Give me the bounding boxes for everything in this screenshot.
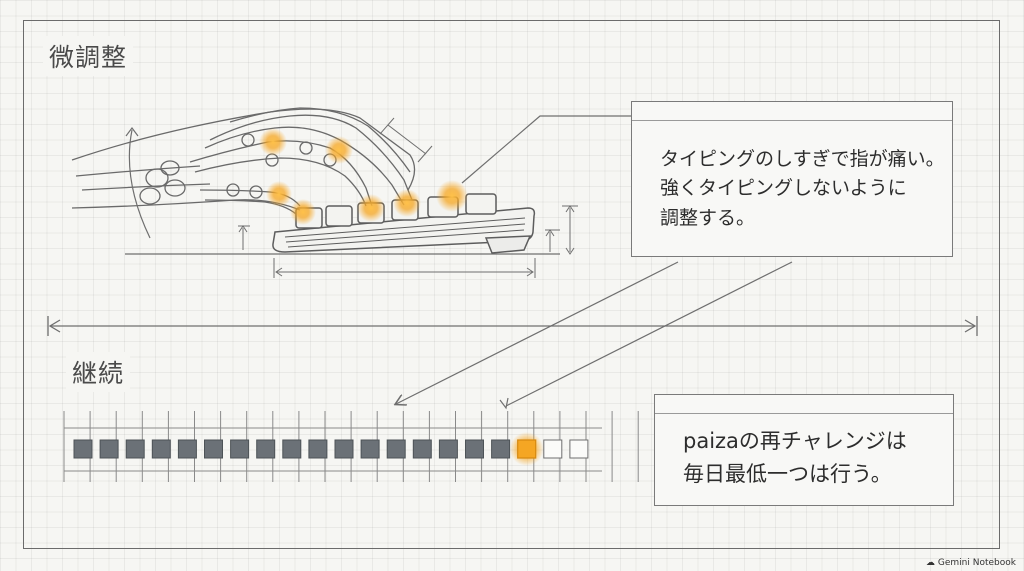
day-square-completed (282, 439, 302, 459)
day-square-completed (204, 439, 223, 459)
paiza-note-line-2: 毎日最低一つは行う。 (683, 461, 892, 486)
day-square-completed (412, 439, 432, 459)
gemini-notebook-credit: ☁Gemini Notebook (926, 558, 1016, 568)
continue-title: 継続 (66, 352, 131, 392)
day-square-completed (308, 439, 328, 459)
height-dimension-markers (238, 205, 578, 255)
day-square-empty (543, 439, 563, 459)
day-square-completed (99, 439, 119, 459)
day-square-current (517, 439, 537, 459)
day-square-completed (256, 439, 276, 459)
typing-note-line-3: 調整する。 (660, 206, 756, 229)
keyboard-width-dimension (273, 258, 536, 278)
hand-skeleton-drawing (71, 107, 416, 215)
typing-advice-note: タイピングのしすぎで指が痛い。 強くタイピングしないように 調整する。 (631, 101, 953, 257)
note-header-band (655, 395, 953, 414)
fine-tune-title: 微調整 (43, 36, 134, 76)
paiza-challenge-note: paizaの再チャレンジは 毎日最低一つは行う。 (654, 394, 954, 506)
paiza-note-line-1: paizaの再チャレンジは (683, 429, 907, 453)
daily-progress-timeline (63, 411, 639, 482)
day-square-completed (360, 439, 380, 459)
credit-label: Gemini Notebook (937, 558, 1016, 568)
day-square-completed (177, 439, 197, 459)
day-square-completed (73, 439, 93, 459)
day-square-completed (491, 439, 511, 459)
typing-note-line-2: 強くタイピングしないように (660, 177, 907, 200)
horizontal-span-arrow (47, 316, 978, 336)
day-square-completed (465, 439, 484, 459)
finger-dimension-line (387, 124, 427, 155)
wrist-rotation-arrow (128, 129, 151, 239)
day-square-completed (151, 439, 171, 459)
day-square-completed (125, 439, 145, 459)
day-square-empty (569, 439, 589, 459)
day-square-completed (334, 439, 354, 459)
typing-note-line-1: タイピングのしすぎで指が痛い。 (660, 148, 945, 170)
day-square-completed (438, 439, 458, 459)
note-header-band (632, 102, 952, 121)
day-square-completed (230, 439, 250, 459)
pain-highlight-glows (259, 128, 468, 225)
gemini-notebook-icon: ☁ (925, 558, 935, 568)
blueprint-frame (23, 20, 1000, 549)
typing-note-leader (461, 115, 640, 184)
day-square-completed (386, 439, 406, 459)
timeline-pointer-left (396, 261, 679, 404)
timeline-pointer-right (505, 261, 793, 407)
